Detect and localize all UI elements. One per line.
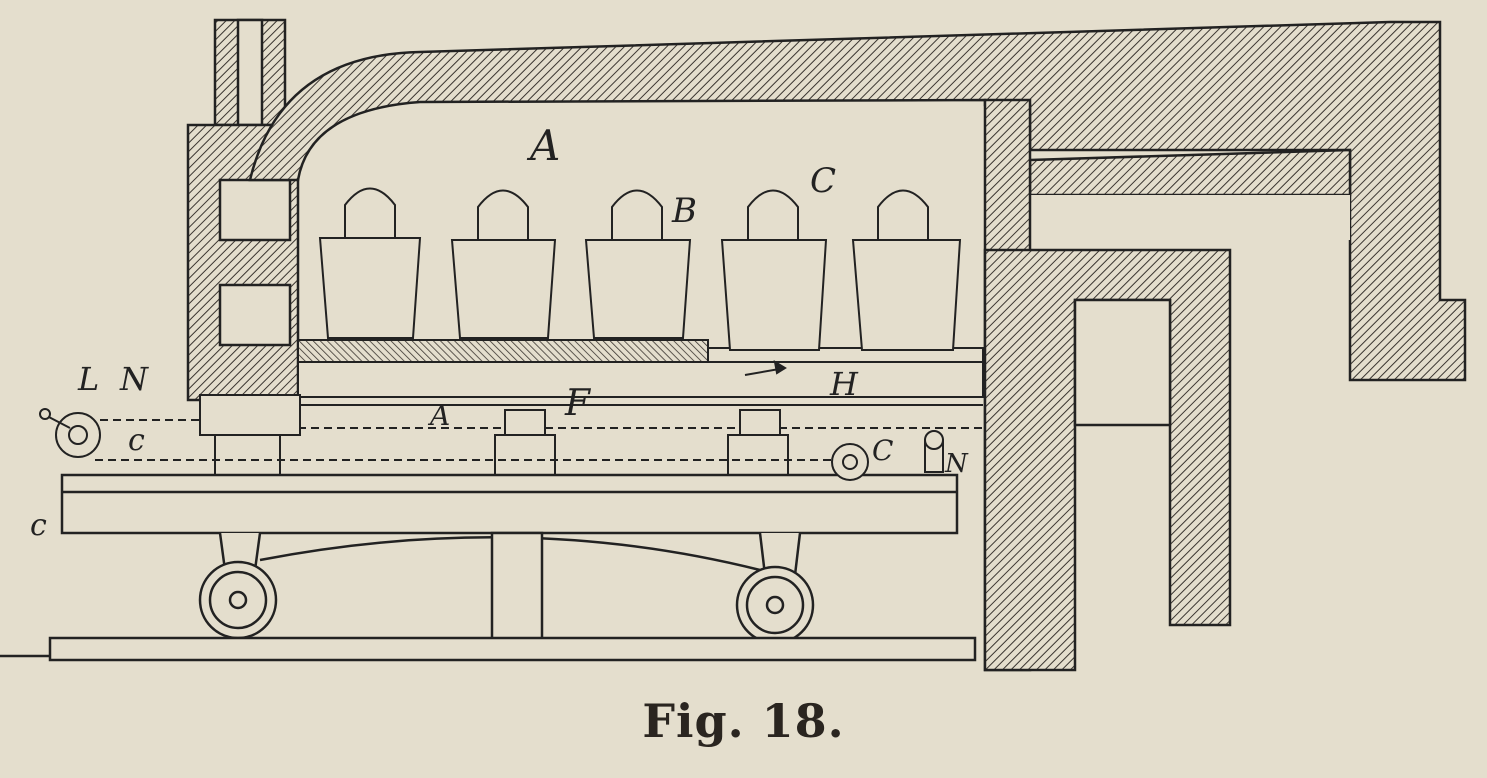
furnace-walls [186, 18, 1467, 672]
roller-supports [199, 394, 789, 476]
left-pulley [39, 408, 840, 461]
label-chamber: A [526, 121, 560, 170]
label-left-c-lower: c [30, 508, 47, 543]
label-bar-a: A [427, 399, 450, 432]
wheel [735, 565, 815, 645]
arch-roof [248, 20, 1467, 382]
diagram-labels: A B C L N c c F A H C N [30, 121, 969, 543]
label-right-c: C [872, 434, 893, 467]
crucible [318, 187, 422, 339]
crucible [720, 189, 828, 351]
label-crucible-b: B [671, 191, 697, 231]
label-left-n: N [119, 360, 149, 398]
carriage [0, 473, 977, 662]
wheel [198, 560, 278, 640]
hearth [297, 339, 984, 429]
crucible [851, 189, 962, 351]
crucible [450, 189, 557, 339]
label-arrow-h: H [829, 365, 859, 403]
label-crucible-c: C [810, 161, 836, 201]
crucibles [318, 187, 962, 351]
label-right-n: N [944, 449, 969, 479]
right-pulley [831, 430, 944, 481]
crucible [584, 189, 692, 339]
figure-caption: Fig. 18. [642, 694, 845, 748]
label-left-c-upper: c [128, 423, 145, 458]
direction-arrow [744, 360, 787, 376]
label-left-l: L [77, 360, 99, 398]
label-bar-f: F [564, 383, 592, 424]
